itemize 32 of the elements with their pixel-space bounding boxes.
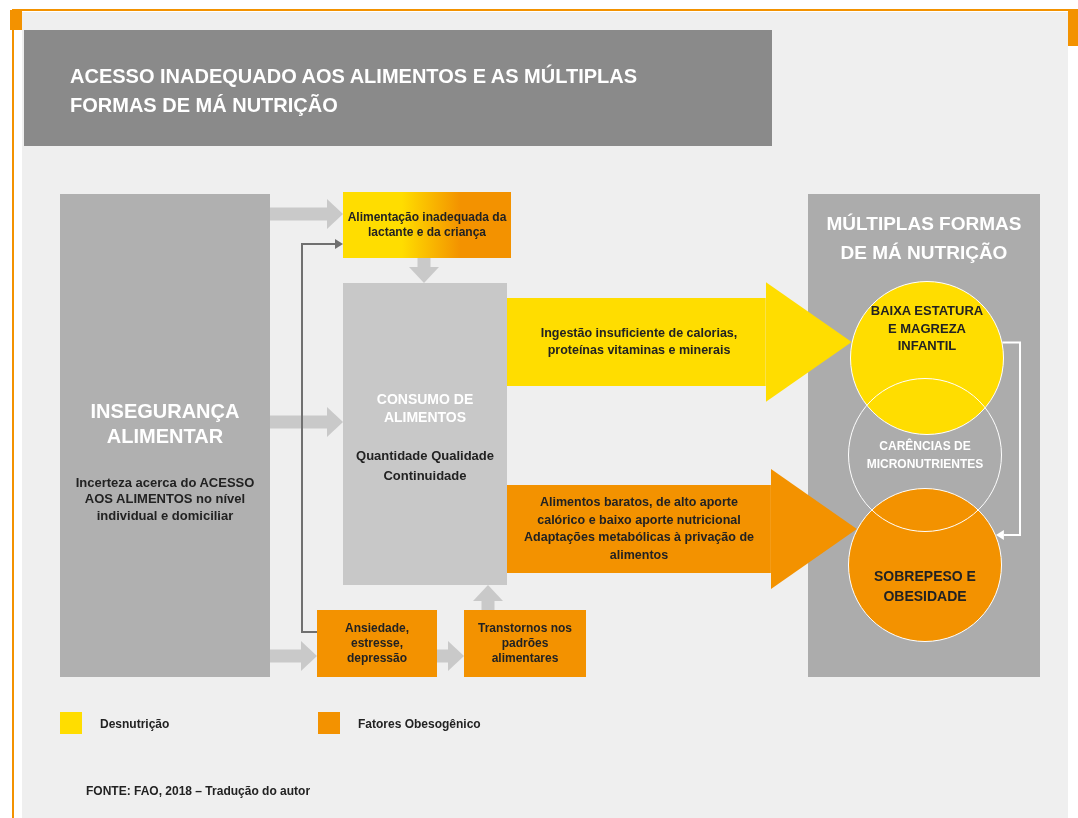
- arrow: [270, 641, 317, 671]
- category-panel: [60, 194, 270, 677]
- panel-heading: INSEGURANÇA ALIMENTAR: [89, 399, 241, 449]
- box-text: Ansiedade, estresse, depressão: [344, 621, 410, 666]
- outcome-panel: [808, 194, 1040, 677]
- panel-heading: MÚLTIPLAS FORMAS DE MÁ NUTRIÇÃO: [825, 212, 1023, 265]
- connector-arrow: [995, 341, 1021, 540]
- arrow: [409, 258, 439, 283]
- circle-text: BAIXA ESTATURA E MAGREZA INFANTIL: [869, 302, 985, 355]
- legend-text: Desnutrição: [100, 717, 170, 731]
- box-text: Transtornos nos padrões alimentares: [477, 621, 573, 666]
- connector-arrow: [301, 239, 343, 634]
- factor-box: [317, 610, 437, 677]
- arrow: [270, 199, 343, 229]
- arrow: [473, 585, 503, 610]
- arrow: [437, 641, 464, 671]
- panel-body: Incerteza acerca do ACESSO AOS ALIMENTOS no nível individual e domiciliar: [74, 475, 256, 524]
- block-arrow: [507, 469, 857, 589]
- legend-text: Fatores Obesogênico: [358, 717, 481, 731]
- circle-text: CARÊNCIAS DE MICRONUTRIENTES: [865, 437, 985, 473]
- box-body: Quantidade Qualidade Continuidade: [355, 447, 495, 485]
- block-arrow: [507, 282, 852, 402]
- edge-label: Alimentos baratos, de alto aporte calórico e baixo aporte nutricional Adaptações metabólicas à privação de alimentos: [523, 494, 755, 564]
- caption: FONTE: FAO, 2018 – Tradução do autor: [86, 784, 311, 798]
- factor-box: [343, 192, 511, 258]
- circle-text: SOBREPESO E OBESIDADE: [873, 566, 977, 606]
- factor-box: [464, 610, 586, 677]
- process-box: [343, 283, 507, 585]
- title: ACESSO INADEQUADO AOS ALIMENTOS E AS MÚLTIPLAS FORMAS DE MÁ NUTRIÇÃO: [70, 63, 639, 118]
- edge-label: Ingestão insuficiente de calorias, proteínas vitaminas e minerais: [539, 324, 739, 359]
- box-text: Alimentação inadequada da lactante e da criança: [347, 210, 507, 240]
- arrow: [270, 407, 343, 437]
